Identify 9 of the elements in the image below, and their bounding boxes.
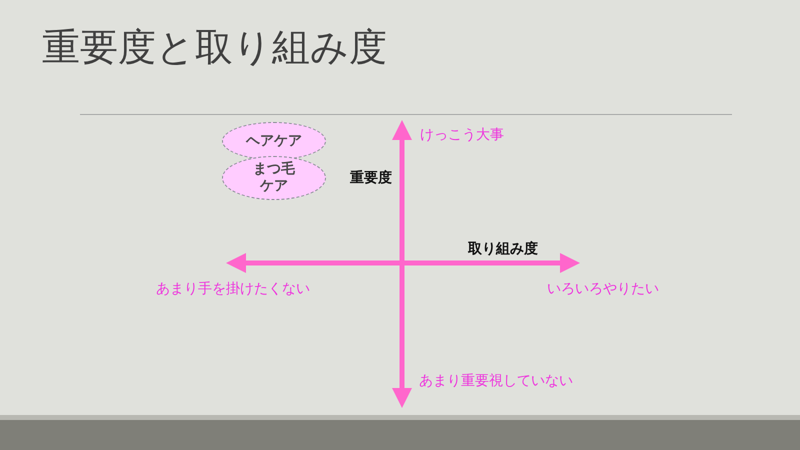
topic-label: まつ毛ケア	[252, 161, 296, 195]
axis-end-label: あまり手を掛けたくない	[156, 280, 310, 298]
axis-title: 重要度	[350, 169, 392, 187]
slide-title: 重要度と取り組み度	[42, 24, 387, 71]
axis-end-label: いろいろやりたい	[547, 280, 659, 298]
topic-label: ヘアケア	[246, 132, 302, 150]
axis-end-label: けっこう大事	[420, 126, 504, 144]
axis-end-label: あまり重要視していない	[419, 372, 573, 390]
axis-title: 取り組み度	[468, 240, 538, 258]
